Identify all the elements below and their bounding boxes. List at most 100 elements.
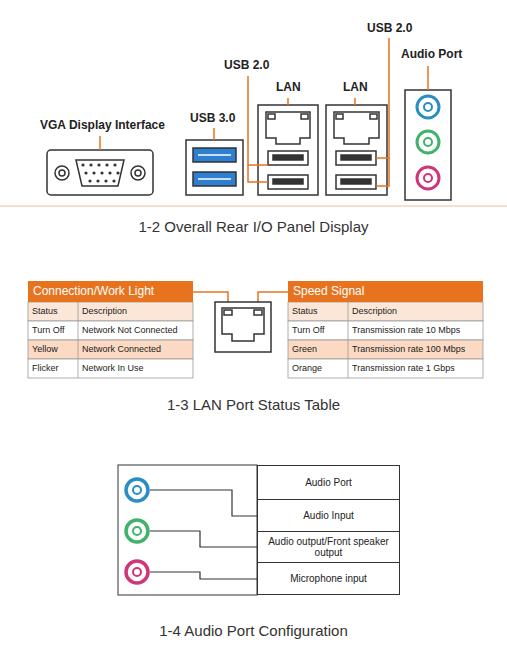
lan-status-tables bbox=[348, 302, 349, 378]
table-cell: Transmission rate 100 Mbps bbox=[352, 344, 465, 354]
vga-pin bbox=[108, 171, 111, 174]
audio-config-jacks bbox=[126, 520, 148, 542]
table-row: Audio Port bbox=[257, 465, 400, 500]
vga-pin bbox=[92, 171, 95, 174]
table-row: Audio Input bbox=[257, 500, 400, 532]
table-cell: Yellow bbox=[32, 344, 58, 354]
table-cell: Status bbox=[292, 306, 318, 316]
lan-usb-block bbox=[336, 151, 376, 165]
vga-pin bbox=[100, 171, 103, 174]
audio-config-jacks bbox=[126, 561, 148, 583]
leader-line bbox=[99, 136, 101, 150]
lan-usb-block bbox=[336, 175, 376, 189]
usb3-ports bbox=[198, 178, 231, 180]
audio-config-jacks bbox=[118, 465, 257, 595]
leader-line bbox=[376, 38, 389, 158]
leader-line bbox=[376, 158, 389, 186]
port-label: LAN bbox=[343, 81, 368, 95]
lan-usb-block bbox=[266, 112, 310, 144]
lan-usb-block bbox=[268, 114, 275, 119]
port-label: USB 2.0 bbox=[224, 59, 269, 73]
lan-port-icon bbox=[215, 302, 271, 352]
audio-jacks bbox=[405, 90, 451, 200]
vga-pin bbox=[116, 171, 119, 174]
leader-line bbox=[248, 76, 268, 165]
vga-pin bbox=[81, 163, 84, 166]
panel-baseline bbox=[0, 205, 507, 207]
vga-port bbox=[59, 170, 65, 176]
table-cell: Status bbox=[32, 306, 58, 316]
table-header: Speed Signal bbox=[288, 281, 483, 302]
panel-baseline bbox=[0, 205, 507, 207]
vga-pin bbox=[84, 171, 87, 174]
table-header: Connection/Work Light bbox=[28, 281, 193, 302]
port-label: USB 3.0 bbox=[190, 112, 235, 126]
table-title: Connection/Work Light bbox=[33, 285, 154, 298]
lan-status-tables bbox=[288, 340, 483, 359]
lan-usb-block bbox=[336, 114, 343, 119]
port-function: Microphone input bbox=[290, 573, 367, 584]
audio-jacks bbox=[424, 103, 432, 111]
usb3-ports bbox=[186, 140, 243, 195]
leader-line bbox=[213, 128, 215, 140]
vga-pin bbox=[88, 179, 91, 182]
jack-wire bbox=[150, 490, 257, 579]
lan-usb-block bbox=[258, 105, 387, 195]
table-cell: Transmission rate 10 Mbps bbox=[352, 325, 460, 335]
table-cell: Flicker bbox=[32, 363, 59, 373]
table-cell: Turn Off bbox=[32, 325, 65, 335]
audio-config-jacks bbox=[133, 568, 141, 576]
figure-caption: 1-4 Audio Port Configuration bbox=[159, 622, 347, 639]
audio-config-jacks bbox=[133, 527, 141, 535]
lan-usb-block bbox=[326, 105, 387, 195]
lan-status-tables bbox=[288, 321, 483, 340]
jack-wire bbox=[150, 572, 257, 579]
lan-status-tables bbox=[28, 302, 483, 378]
vga-port bbox=[76, 160, 124, 186]
audio-jacks bbox=[417, 96, 439, 118]
lan-status-tables bbox=[28, 302, 193, 321]
vga-pin bbox=[112, 179, 115, 182]
usb3-ports bbox=[198, 154, 231, 156]
port-label: USB 2.0 bbox=[367, 22, 412, 36]
lan-usb-block bbox=[370, 114, 377, 119]
audio-jacks bbox=[424, 138, 432, 146]
lan-status-tables bbox=[78, 302, 79, 378]
table-title: Speed Signal bbox=[293, 285, 364, 298]
table-cell: Turn Off bbox=[292, 325, 325, 335]
table-cell: Orange bbox=[292, 363, 322, 373]
leader-line bbox=[100, 38, 428, 312]
figure-caption: 1-2 Overall Rear I/O Panel Display bbox=[138, 218, 368, 235]
usb3-ports bbox=[193, 148, 236, 162]
lan-port-icon bbox=[222, 308, 264, 341]
lan-usb-block bbox=[268, 175, 308, 189]
leader-line bbox=[287, 98, 289, 105]
lan-usb-block bbox=[341, 179, 371, 184]
vga-pin bbox=[113, 163, 116, 166]
lan-usb-block bbox=[341, 155, 371, 160]
vga-pin bbox=[89, 163, 92, 166]
jack-wire bbox=[150, 531, 257, 547]
vga-port bbox=[55, 166, 69, 180]
audio-config-jacks bbox=[118, 465, 257, 595]
table-cell: Network Connected bbox=[82, 344, 161, 354]
port-label: VGA Display Interface bbox=[40, 119, 165, 133]
port-label: Audio Port bbox=[401, 48, 462, 62]
leader-line bbox=[248, 165, 268, 182]
vga-pin bbox=[105, 163, 108, 166]
lan-usb-block bbox=[334, 112, 379, 144]
vga-pin bbox=[104, 179, 107, 182]
table-cell: Green bbox=[292, 344, 317, 354]
table-cell: Network In Use bbox=[82, 363, 144, 373]
vga-pin bbox=[97, 163, 100, 166]
vga-pin bbox=[96, 179, 99, 182]
lan-port-icon bbox=[224, 310, 232, 315]
audio-jacks bbox=[417, 131, 439, 153]
port-function: Audio Input bbox=[303, 510, 354, 521]
audio-jacks bbox=[424, 174, 432, 182]
lan-status-tables bbox=[28, 340, 193, 359]
lan-status-tables bbox=[288, 302, 483, 321]
leader-line bbox=[354, 98, 356, 105]
lan-usb-block bbox=[301, 114, 308, 119]
